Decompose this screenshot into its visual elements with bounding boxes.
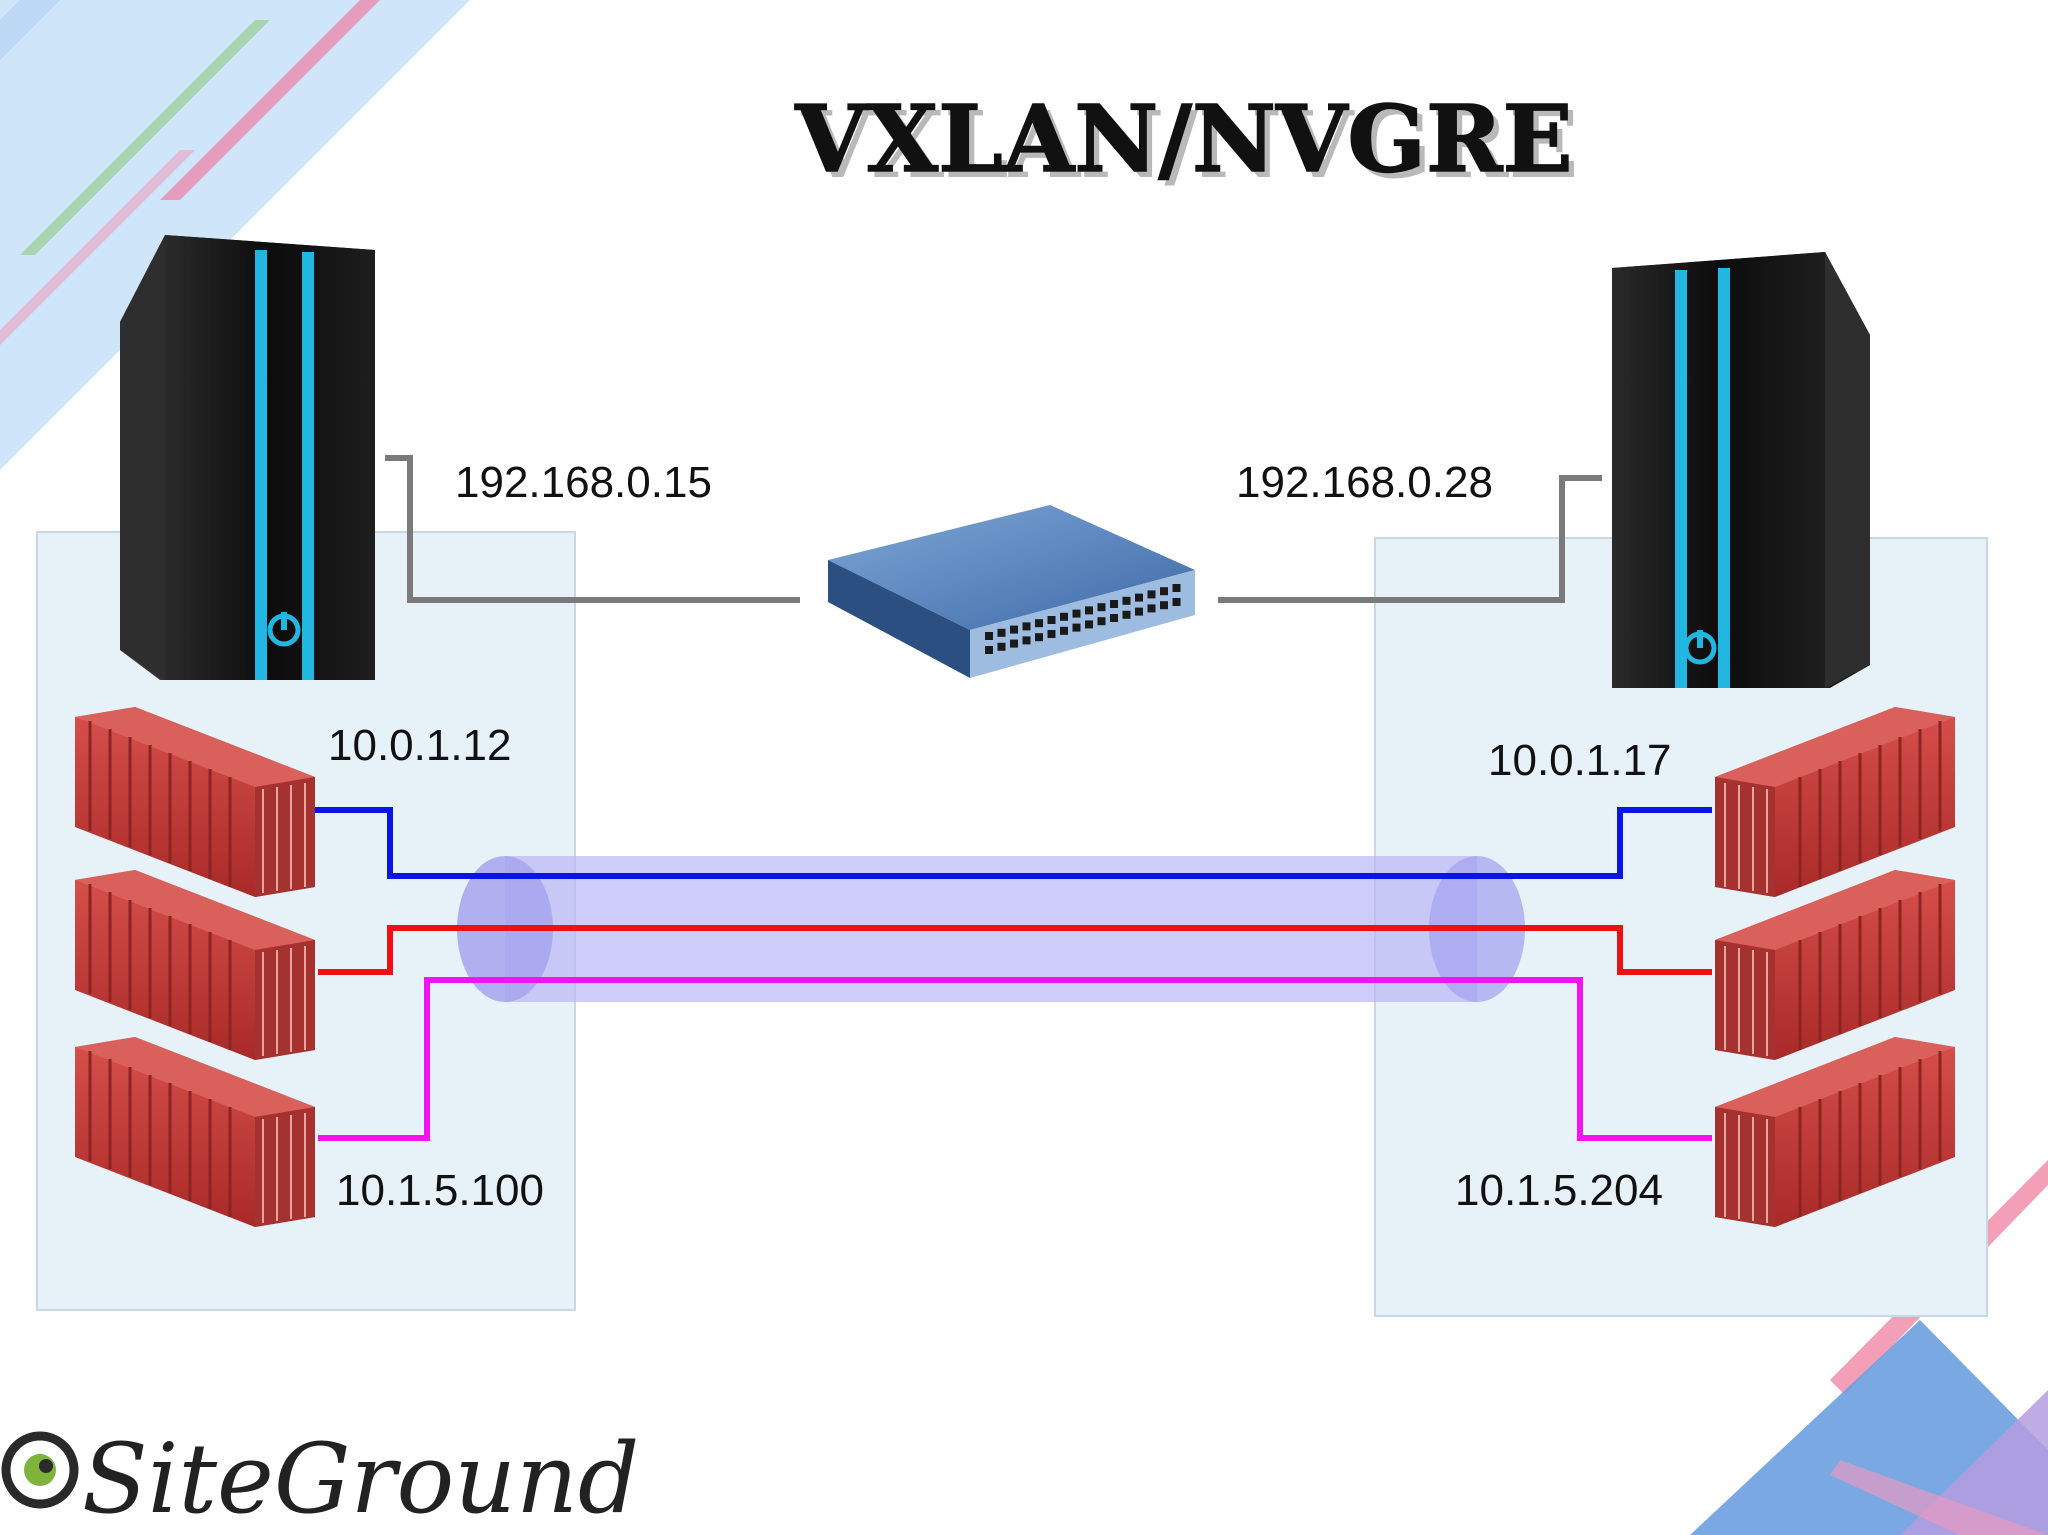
switch-port [1010, 625, 1018, 634]
left-host-ip: 192.168.0.15 [455, 458, 712, 507]
right-server-icon [1612, 252, 1870, 688]
shipping-container-icon [75, 1037, 315, 1227]
switch-port [1035, 633, 1043, 642]
switch-port [1097, 603, 1106, 612]
svg-text:VXLAN/NVGRE: VXLAN/NVGRE [800, 91, 1578, 199]
right-host-ip: 192.168.0.28 [1236, 458, 1493, 507]
switch-port [1135, 607, 1143, 616]
left-container-ip-top: 10.0.1.12 [328, 721, 512, 770]
switch-port [1022, 636, 1031, 645]
right-container-ip-bottom: 10.1.5.204 [1455, 1166, 1663, 1215]
left-physical-cable [385, 455, 800, 603]
siteground-logo-icon: SiteGround [1, 1423, 639, 1535]
switch-port [1072, 623, 1081, 632]
container-stacks [75, 707, 1955, 1227]
switch-port [1172, 584, 1181, 592]
page-title: VXLAN/NVGRE [794, 85, 1572, 193]
switch-port [997, 642, 1006, 651]
overlay-link-magenta [318, 977, 1712, 1141]
left-server-icon [120, 235, 375, 680]
overlay-link-blue [315, 807, 1712, 879]
switch-port [1047, 630, 1056, 638]
shipping-container-icon [1715, 1037, 1955, 1227]
right-physical-cable [1218, 475, 1602, 603]
switch-port [1147, 604, 1156, 613]
diagram-title: VXLAN/NVGRE VXLAN/NVGRE [794, 84, 1579, 199]
left-container-ip-bottom: 10.1.5.100 [336, 1166, 544, 1215]
overlay-links [315, 807, 1712, 1141]
switch-port [1022, 622, 1031, 631]
switch-port [1122, 596, 1131, 605]
switch-port [985, 646, 993, 654]
switch-port [1135, 593, 1143, 602]
switch-port [1122, 610, 1131, 619]
overlay-link-red [318, 925, 1712, 975]
switch-port [1072, 609, 1081, 618]
switch-port [1085, 606, 1093, 615]
switch-port [1035, 619, 1043, 628]
decor-top-left [0, 0, 470, 470]
switch-port [1147, 590, 1156, 599]
switch-port [1160, 601, 1168, 610]
switch-port [1160, 587, 1168, 596]
switch-port [1172, 598, 1181, 606]
switch-port [1060, 612, 1068, 621]
switch-port [1110, 614, 1118, 622]
shipping-container-icon [75, 707, 315, 897]
switch-port [1060, 626, 1068, 635]
shipping-container-icon [1715, 707, 1955, 897]
right-container-ip-top: 10.0.1.17 [1488, 736, 1672, 785]
logo-text: SiteGround [82, 1423, 639, 1535]
shipping-container-icon [1715, 870, 1955, 1060]
switch-port [1085, 620, 1093, 629]
switch-port [985, 632, 993, 640]
switch-port [1097, 617, 1106, 626]
switch-port [1010, 639, 1018, 648]
switch-port [1110, 600, 1118, 608]
network-switch-icon [828, 505, 1195, 678]
shipping-container-icon [75, 870, 315, 1060]
switch-port [1047, 616, 1056, 624]
switch-port [997, 628, 1006, 637]
